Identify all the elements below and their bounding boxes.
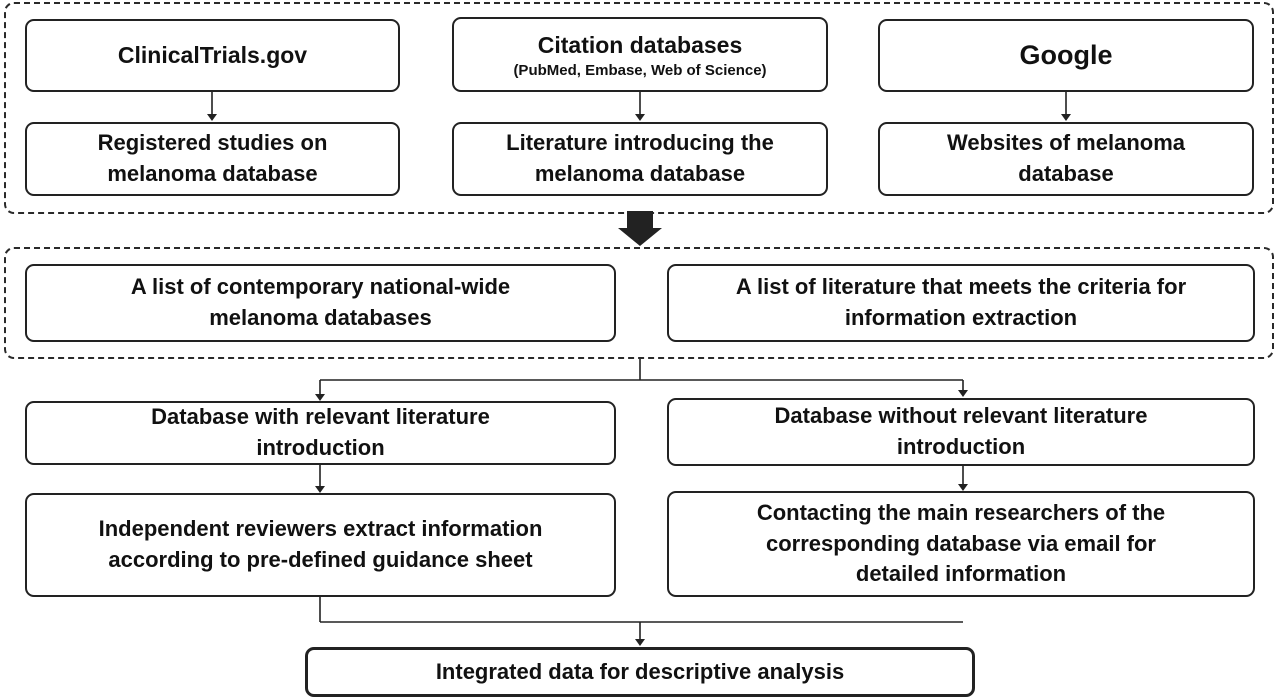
databases-list-line1: A list of contemporary national-wide: [130, 274, 511, 300]
arrowhead-google: [1061, 114, 1071, 121]
arrowhead-merge: [635, 639, 645, 646]
registered-studies-box: Registered studies on melanoma database: [25, 122, 400, 196]
literature-introducing-box: Literature introducing the melanoma data…: [452, 122, 828, 196]
with-literature-line1: Database with relevant literature: [151, 404, 490, 430]
contacting-box: Contacting the main researchers of the c…: [667, 491, 1255, 597]
contacting-line3: detailed information: [855, 561, 1067, 587]
google-title: Google: [1019, 39, 1113, 70]
lists-group: [4, 247, 1274, 359]
arrowhead-with-to-reviewers: [315, 486, 325, 493]
databases-list-line2: melanoma databases: [209, 305, 432, 330]
arrowhead-clinicaltrials: [207, 114, 217, 121]
block-arrow-down: [618, 211, 662, 246]
citation-databases-title: Citation databases: [537, 31, 743, 58]
contacting-line1: Contacting the main researchers of the: [756, 499, 1166, 525]
integrated-data-box: Integrated data for descriptive analysis: [305, 647, 975, 697]
registered-studies-line1: Registered studies on: [97, 130, 328, 156]
websites-line1: Websites of melanoma: [947, 130, 1185, 156]
without-literature-line2: introduction: [896, 434, 1026, 459]
databases-list-box: A list of contemporary national-wide mel…: [25, 264, 616, 342]
registered-studies-line2: melanoma database: [107, 161, 318, 186]
arrowhead-citation: [635, 114, 645, 121]
literature-introducing-line2: melanoma database: [534, 161, 746, 186]
arrowhead-split-left: [315, 394, 325, 401]
clinicaltrials-title: ClinicalTrials.gov: [117, 42, 308, 69]
citation-databases-box: Citation databases (PubMed, Embase, Web …: [452, 17, 828, 92]
citation-databases-subtitle: (PubMed, Embase, Web of Science): [513, 61, 767, 79]
arrowhead-split-right: [958, 390, 968, 397]
websites-box: Websites of melanoma database: [878, 122, 1254, 196]
clinicaltrials-box: ClinicalTrials.gov: [25, 19, 400, 92]
without-literature-box: Database without relevant literature int…: [667, 398, 1255, 466]
reviewers-line2: according to pre-defined guidance sheet: [108, 547, 533, 572]
without-literature-line1: Database without relevant literature: [774, 403, 1148, 429]
contacting-line2: corresponding database via email for: [765, 530, 1156, 556]
reviewers-box: Independent reviewers extract informatio…: [25, 493, 616, 597]
websites-line2: database: [1018, 161, 1114, 186]
literature-introducing-line1: Literature introducing the: [506, 130, 774, 156]
with-literature-line2: introduction: [256, 435, 385, 460]
literature-list-line2: information extraction: [844, 305, 1078, 330]
google-box: Google: [878, 19, 1254, 92]
integrated-data-title: Integrated data for descriptive analysis: [435, 658, 845, 684]
with-literature-box: Database with relevant literature introd…: [25, 401, 616, 465]
arrowhead-without-to-contacting: [958, 484, 968, 491]
reviewers-line1: Independent reviewers extract informatio…: [98, 516, 543, 542]
literature-list-box: A list of literature that meets the crit…: [667, 264, 1255, 342]
literature-list-line1: A list of literature that meets the crit…: [735, 274, 1187, 300]
